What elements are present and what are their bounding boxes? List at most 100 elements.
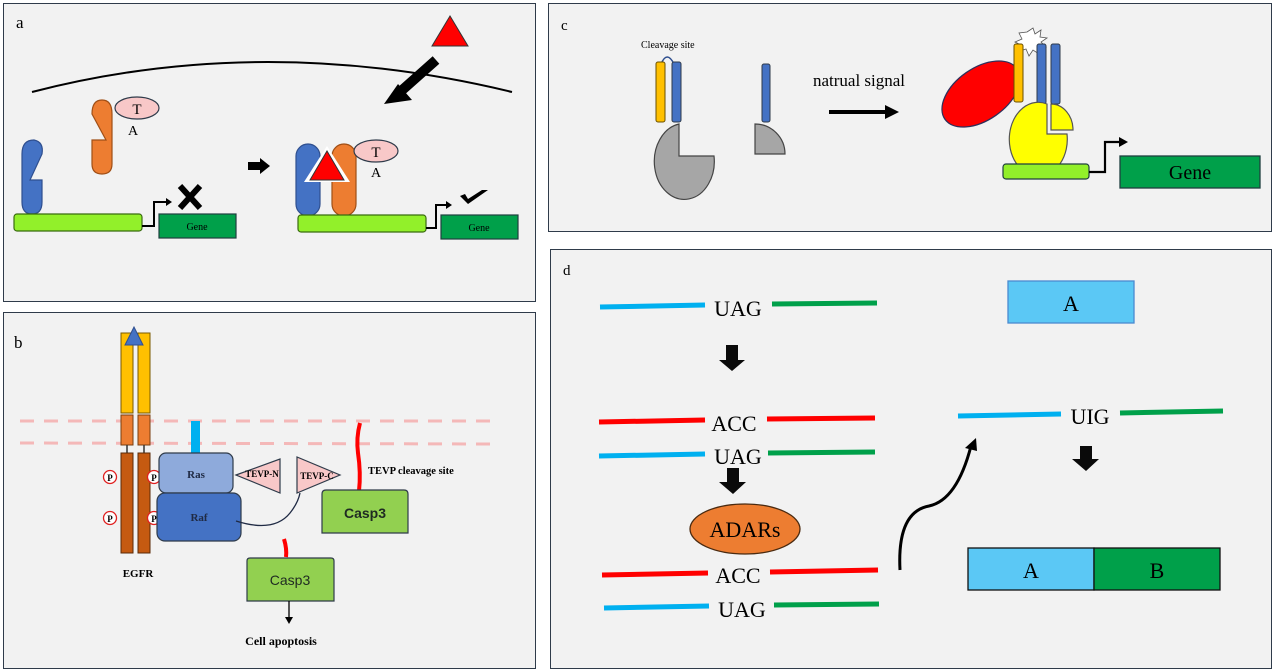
mrna-upstream-row3 [603,603,710,611]
codon-uag-row1: UAG [714,296,762,321]
codon-uag-row3: UAG [718,597,766,622]
bound-ligand-triangle-icon [309,150,345,181]
receptor-blue-a [1036,43,1047,105]
down-arrow-icon-2 [719,468,746,494]
tevp-n-fragment [234,458,281,494]
receptor-blue-b [1050,43,1061,105]
cell-membrane-arc [31,61,513,93]
blocked-x-icon [177,183,203,211]
panel-a: a T A Gene [3,3,536,302]
tevp-linker-line [235,492,301,527]
ligand-triangle-icon [431,15,469,47]
gene-box-left [158,213,237,239]
tf-label-t-right: T [371,145,380,161]
tevp-c-label: TEVP-C [300,471,334,481]
casp3-active-box [246,557,335,602]
egf-ligand-triangle-icon [124,325,144,346]
yellow-quarter-domain [1050,103,1074,131]
adars-enzyme [689,503,801,555]
transition-arrow-icon [248,158,270,174]
panel-d-diagram: d UAG ACC UAG ADARs ACC UAG [563,263,1224,622]
ras-label: Ras [187,469,205,481]
gray-pacman-domain [653,123,715,200]
cleavage-site-label: Cleavage site [641,40,695,51]
transactivator-ellipse-right [353,139,399,163]
panel-b-label: b [14,333,23,352]
mrna-downstream-segment [771,300,878,307]
protein-b-fused [1093,547,1221,591]
egfr-receptor [120,325,151,554]
promoter-left [13,213,143,232]
mrna-upstream-segment [599,302,706,310]
tevp-cleavage-site-linker [355,422,362,492]
cleaved-linker-stub [282,538,289,558]
svg-text:P: P [107,514,113,524]
raf-protein [156,492,242,542]
cleaved-inhibitor-yellow [1013,43,1024,103]
mrna-upstream-row2 [598,451,706,459]
panel-c: c Cleavage site natrual signal Gene [548,3,1272,232]
promoter-right [297,214,427,233]
panel-c-label: c [561,18,568,34]
casp3-inactive-box [321,489,409,534]
released-receptor-blue [761,63,771,123]
codon-uag-row2: UAG [714,444,762,469]
tf-label-t-left: T [132,102,141,118]
gene-box-c [1119,155,1261,189]
blue-sensor-protein-left [21,139,43,215]
tf-label-a-left: A [128,124,139,139]
receptor-segment-blue [671,61,682,123]
down-arrow-icon-3 [1072,446,1099,471]
protein-a-truncated [1007,280,1135,324]
svg-text:P: P [151,514,157,524]
protein-a-fused [967,547,1095,591]
casp3-inactive-label: Casp3 [344,505,386,521]
gene-box-right [440,214,519,240]
panel-c-diagram: c Cleavage site natrual signal Gene [561,18,1261,200]
fused-a-label: A [1023,558,1039,583]
codon-uig: UIG [1070,404,1109,429]
guide-rna-right-row3 [769,567,879,575]
tf-label-a-right: A [371,166,382,181]
mrna-downstream-row3 [773,601,880,608]
inhibitor-segment-yellow [655,61,666,123]
panel-b: b P P P P EGFR Ras [3,312,536,669]
egfr-label: EGFR [123,568,155,580]
membrane-inner-line [19,441,495,446]
gray-quarter-domain [754,123,786,155]
gene-label-c: Gene [1169,162,1211,184]
tevp-c-fragment [296,456,342,494]
tevp-n-label: TEVP-N [245,469,279,479]
codon-acc-row3: ACC [715,563,760,588]
ligand-entry-arrow-icon [384,56,440,104]
guide-rna-left-row3 [601,570,709,578]
protein-a-label: A [1063,291,1079,316]
curve-arrowhead-icon [965,438,977,451]
phospho-sites: P P P P [102,469,162,526]
adars-label: ADARs [710,517,781,542]
natural-signal-label: natrual signal [813,71,905,90]
panel-d-label: d [563,263,571,279]
transactivator-ellipse-left [114,96,160,120]
gene-label-left: Gene [186,222,208,233]
transcription-start-arrow-right-icon [426,204,446,229]
guide-rna-right [766,415,876,422]
panel-d: d UAG ACC UAG ADARs ACC UAG [550,249,1272,669]
ras-membrane-anchor [191,421,200,453]
casp3-active-label: Casp3 [270,572,311,588]
edited-mrna-upstream [957,411,1062,419]
orange-activator-protein-left [91,99,113,175]
editing-curve-arrow [898,445,973,571]
tevp-cleavage-site-label: TEVP cleavage site [368,466,454,477]
edited-mrna-downstream [1119,408,1224,416]
raf-label: Raf [190,512,207,524]
promoter-c [1002,163,1090,180]
svg-text:P: P [151,473,157,483]
down-arrow-icon-1 [719,345,745,371]
transcription-start-arrow-c-icon [1089,140,1119,174]
svg-text:P: P [107,473,113,483]
fused-b-label: B [1150,558,1165,583]
panel-b-diagram: b P P P P EGFR Ras [14,325,495,648]
transcription-start-arrow-left-icon [142,201,166,227]
cell-apoptosis-label: Cell apoptosis [245,634,317,648]
